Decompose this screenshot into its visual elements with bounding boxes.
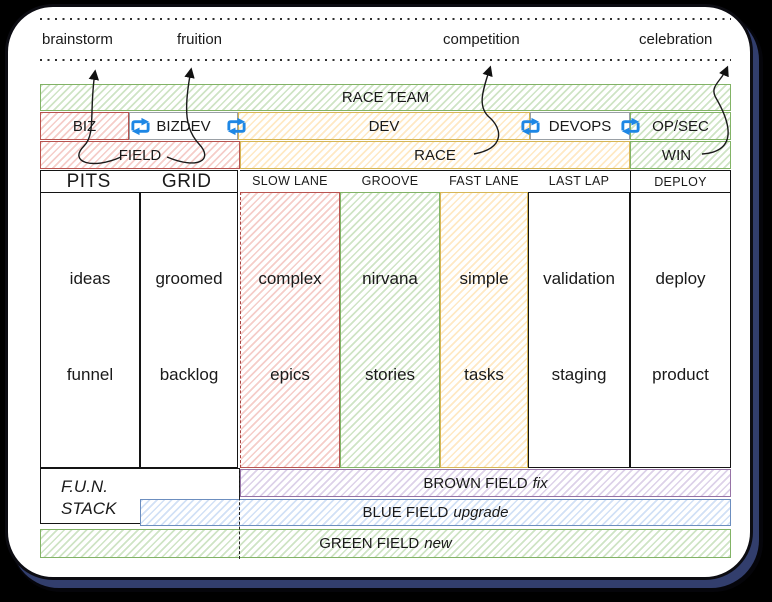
column-header-last-lap: LAST LAP <box>548 174 610 188</box>
fun-stack-line2: STACK <box>61 499 117 519</box>
bar-green-field-tag: new <box>424 535 452 552</box>
role-devops-label: DEVOPS <box>548 117 612 135</box>
column-groove: nirvana stories <box>340 192 440 468</box>
header-pits-grid: PITS GRID <box>40 170 238 193</box>
lane-header-strip: SLOW LANE GROOVE FAST LANE LAST LAP <box>240 170 731 193</box>
column-header-slow-lane: SLOW LANE <box>252 174 328 188</box>
column-fast-lane: simple tasks <box>440 192 528 468</box>
role-biz: BIZ <box>40 112 129 140</box>
column-header-deploy: DEPLOY <box>654 174 707 189</box>
role-dev-label: DEV <box>368 117 400 135</box>
bar-brown-field-tag: fix <box>532 474 548 492</box>
card-backlog: backlog <box>159 365 219 384</box>
column-last-lap: validation staging <box>528 192 630 468</box>
phase-race-label: RACE <box>414 146 456 164</box>
card-simple: simple <box>459 269 509 288</box>
column-header-fast-lane: FAST LANE <box>449 174 519 188</box>
bar-blue-field: BLUE FIELD upgrade <box>140 499 731 526</box>
role-opsec-label: OP/SEC <box>652 117 709 135</box>
column-slow-lane: complex epics <box>240 192 340 468</box>
phase-field: FIELD <box>40 141 240 169</box>
column-pits: ideas funnel <box>40 192 140 468</box>
role-devops: DEVOPS <box>530 112 630 140</box>
fun-stack-line1: F.U.N. <box>61 477 108 496</box>
column-deploy: deploy product <box>630 192 731 468</box>
card-stories: stories <box>364 365 416 384</box>
milestone-celebration: celebration <box>639 31 713 48</box>
milestone-competition: competition <box>443 31 520 48</box>
role-bizdev-label: BIZDEV <box>156 117 211 135</box>
bar-green-field: GREEN FIELD new <box>40 529 731 558</box>
phase-race: RACE <box>240 141 630 169</box>
card-validation: validation <box>543 269 615 288</box>
timeline-dotted-line-bottom <box>40 59 731 62</box>
bar-brown-field: BROWN FIELD fix <box>240 469 731 497</box>
phase-win-label: WIN <box>661 146 692 164</box>
sync-icon <box>521 117 540 136</box>
card-deploy: deploy <box>655 269 706 288</box>
column-header-grid: GRID <box>161 170 212 192</box>
column-grid: groomed backlog <box>140 192 238 468</box>
role-dev: DEV <box>238 112 530 140</box>
card-groomed: groomed <box>155 269 223 288</box>
bar-green-field-label: GREEN FIELD <box>319 535 420 552</box>
header-deploy: DEPLOY <box>630 170 731 193</box>
band-race-team: RACE TEAM <box>40 84 731 111</box>
column-header-groove: GROOVE <box>361 174 419 188</box>
sync-icon <box>131 117 150 136</box>
card-funnel: funnel <box>66 365 114 384</box>
sync-icon <box>227 117 246 136</box>
band-race-team-label: RACE TEAM <box>341 89 430 106</box>
bar-blue-field-tag: upgrade <box>453 504 509 521</box>
timeline-dotted-line-top <box>40 18 731 21</box>
role-biz-label: BIZ <box>72 117 97 135</box>
card-product: product <box>652 365 709 384</box>
phase-win: WIN <box>630 141 731 169</box>
dashed-divider <box>239 468 240 559</box>
bar-blue-field-label: BLUE FIELD <box>362 504 449 521</box>
column-header-pits: PITS <box>66 170 111 192</box>
card-complex: complex <box>258 269 322 288</box>
phase-field-label: FIELD <box>118 146 162 164</box>
milestone-fruition: fruition <box>177 31 223 48</box>
role-opsec: OP/SEC <box>630 112 731 140</box>
card-staging: staging <box>551 365 607 384</box>
card-epics: epics <box>270 365 310 384</box>
bar-brown-field-label: BROWN FIELD <box>423 474 528 492</box>
card-nirvana: nirvana <box>362 269 418 288</box>
card-tasks: tasks <box>464 365 504 384</box>
sync-icon <box>621 117 640 136</box>
card-ideas: ideas <box>69 269 111 288</box>
milestone-brainstorm: brainstorm <box>42 31 113 48</box>
